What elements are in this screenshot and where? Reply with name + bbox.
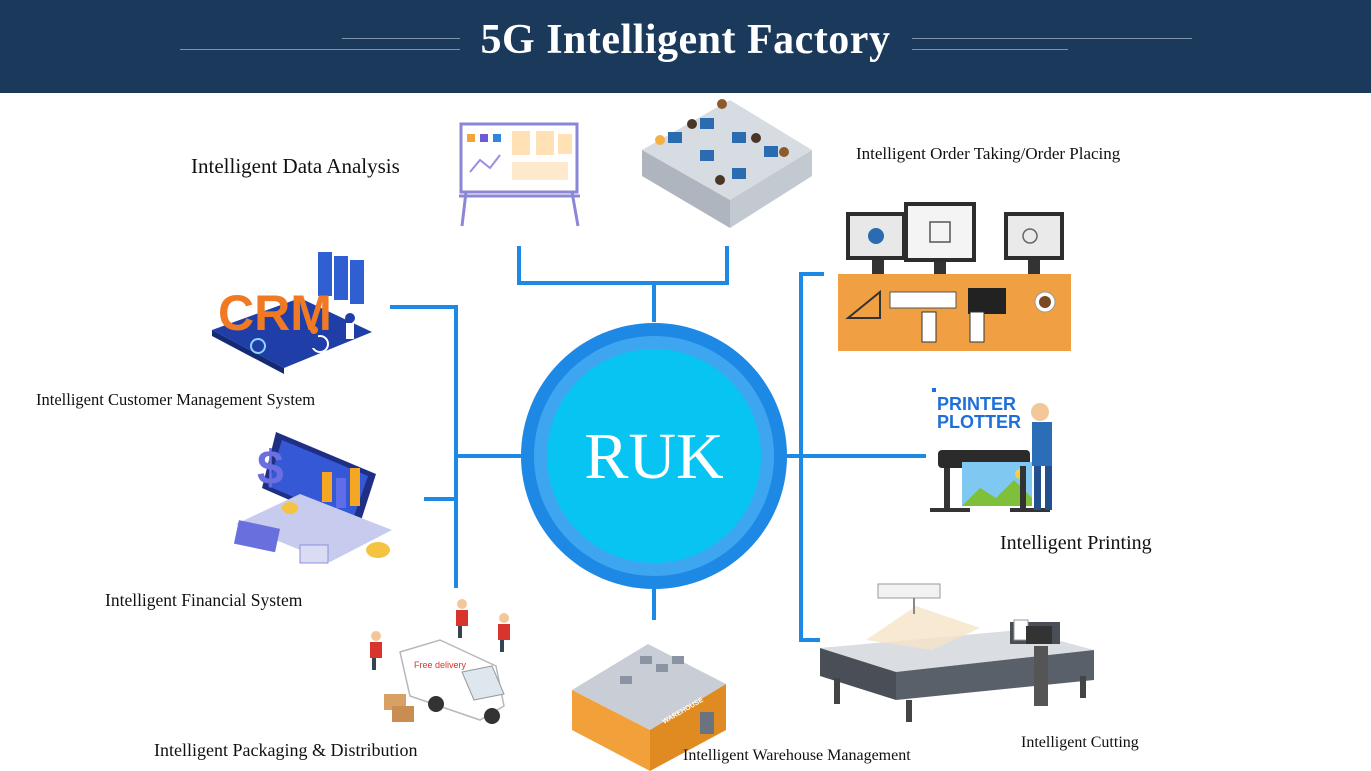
workstation-illustration [838, 202, 1071, 351]
label-packaging-distribution: Intelligent Packaging & Distribution [154, 740, 418, 760]
label-printing: Intelligent Printing [1000, 532, 1152, 554]
finance-illustration: $ [233, 432, 392, 564]
delivery-illustration: Free delivery [370, 599, 510, 724]
label-warehouse-management: Intelligent Warehouse Management [683, 747, 911, 764]
header-bar: 5G Intelligent Factory [0, 0, 1371, 93]
printer-text-line2: PLOTTER [937, 412, 1021, 432]
page-title: 5G Intelligent Factory [480, 17, 891, 63]
header-rule-right-short [912, 49, 1068, 50]
whiteboard-illustration [459, 122, 580, 227]
hub-circle: RUK [521, 323, 787, 589]
hub-label: RUK [584, 420, 723, 493]
header-rule-left [180, 49, 460, 50]
header-rule-right [912, 38, 1192, 39]
label-cutting: Intelligent Cutting [1021, 734, 1139, 751]
label-customer-management: Intelligent Customer Management System [36, 390, 316, 409]
header-rule-left-short [342, 38, 460, 39]
label-data-analysis: Intelligent Data Analysis [191, 154, 400, 178]
crm-illustration: CRM [212, 252, 372, 374]
cutting-machine-illustration [820, 583, 1094, 722]
printer-plotter-illustration: PRINTER PLOTTER [930, 388, 1052, 512]
svg-text:$: $ [257, 442, 284, 495]
printer-text-line1: PRINTER [937, 394, 1016, 414]
warehouse-illustration: WAREHOUSE [572, 644, 726, 771]
label-financial-system: Intelligent Financial System [105, 590, 303, 610]
connector-left-vertical [390, 305, 458, 588]
office-cubicles-illustration [642, 99, 812, 228]
van-text: Free delivery [414, 660, 467, 670]
connector-lines [390, 246, 926, 642]
connector-top-bracket [517, 246, 729, 285]
label-order-taking: Intelligent Order Taking/Order Placing [856, 144, 1121, 163]
